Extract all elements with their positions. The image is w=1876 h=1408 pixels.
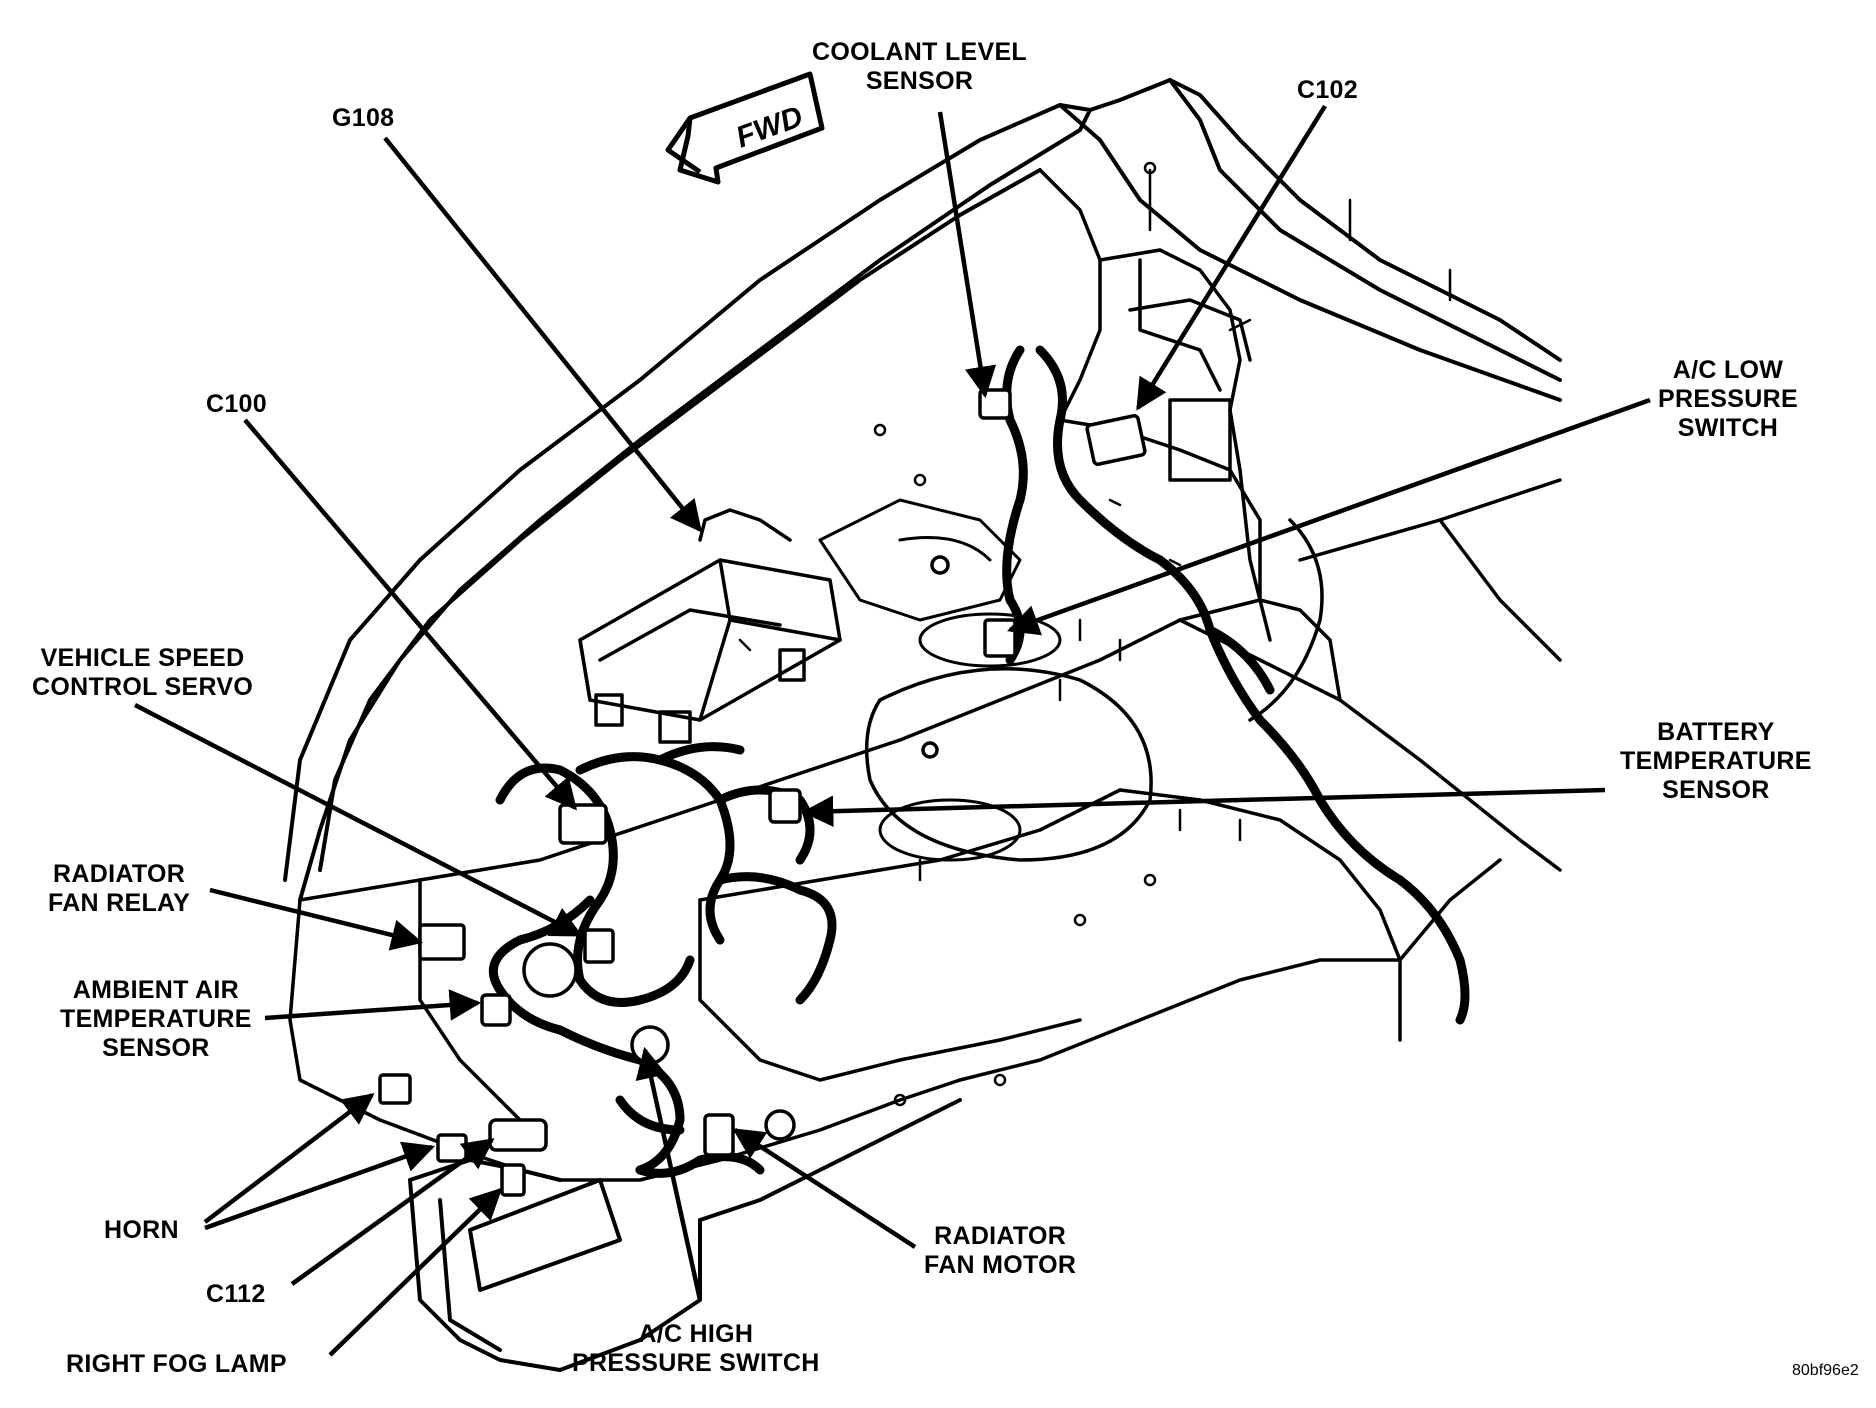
leader-radiator-fan-motor bbox=[732, 1128, 917, 1249]
label-horn: HORN bbox=[104, 1216, 179, 1244]
leader-right-fog-lamp bbox=[328, 1187, 503, 1357]
fwd-arrow: FWD bbox=[665, 71, 825, 185]
leader-ac-high-pressure-switch bbox=[635, 1046, 703, 1301]
label-c102: C102 bbox=[1297, 76, 1358, 104]
leader-battery-temperature-sensor bbox=[801, 787, 1606, 827]
label-right-fog-lamp: RIGHT FOG LAMP bbox=[66, 1350, 287, 1378]
leader-c102 bbox=[1136, 104, 1327, 411]
power-distribution-center bbox=[578, 508, 842, 744]
label-ac-high-pressure-switch: A/C HIGH PRESSURE SWITCH bbox=[572, 1320, 820, 1377]
leader-c100 bbox=[243, 418, 578, 811]
components bbox=[378, 388, 1147, 1197]
label-coolant-level-sensor: COOLANT LEVEL SENSOR bbox=[812, 38, 1028, 95]
leader-coolant-level-sensor bbox=[937, 111, 997, 399]
label-ac-low-pressure-switch: A/C LOW PRESSURE SWITCH bbox=[1658, 356, 1798, 442]
fastener-details bbox=[738, 161, 1452, 1107]
label-c100: C100 bbox=[206, 390, 267, 418]
leader-ambient-air-temperature-sensor bbox=[264, 989, 482, 1021]
figure-code: 80bf96e2 bbox=[1792, 1362, 1859, 1379]
label-g108: G108 bbox=[332, 104, 395, 132]
front-crossmember bbox=[408, 1098, 962, 1372]
label-vehicle-speed-control-servo: VEHICLE SPEED CONTROL SERVO bbox=[32, 644, 254, 701]
label-battery-temperature-sensor: BATTERY TEMPERATURE SENSOR bbox=[1620, 718, 1812, 804]
label-radiator-fan-relay: RADIATOR FAN RELAY bbox=[48, 860, 191, 917]
fender-outline bbox=[283, 78, 1562, 902]
leader-c112 bbox=[290, 1138, 495, 1286]
leader-g108 bbox=[383, 136, 702, 533]
leader-ac-low-pressure-switch bbox=[1007, 397, 1651, 636]
leader-radiator-fan-relay bbox=[209, 887, 424, 951]
leader-vehicle-speed-control-servo bbox=[133, 703, 583, 937]
label-ambient-air-temperature-sensor: AMBIENT AIR TEMPERATURE SENSOR bbox=[60, 976, 252, 1062]
leader-lines bbox=[133, 104, 1651, 1357]
label-c112: C112 bbox=[206, 1280, 266, 1308]
leader-horn-2 bbox=[204, 1141, 435, 1231]
engine-bay-floor bbox=[288, 598, 1502, 1182]
leader-horn-1 bbox=[203, 1093, 375, 1224]
label-radiator-fan-motor: RADIATOR FAN MOTOR bbox=[924, 1222, 1077, 1279]
